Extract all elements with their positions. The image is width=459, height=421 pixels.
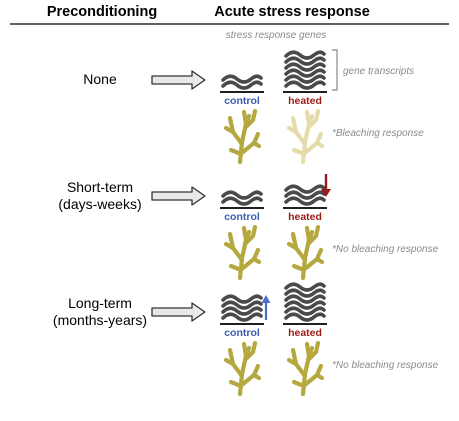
gene-transcript-wave [284,294,326,304]
condition-row: Short-term(days-weeks) control heated *No b… [58,174,439,281]
coral-bleached-icon [306,113,315,127]
precondition-label: (days-weeks) [58,196,141,212]
condition-row: None control heated *Bleaching response [83,50,424,165]
up-arrow-head-icon [261,295,271,303]
condition-row: Long-term(months-years) control heated *No … [53,282,439,397]
precondition-label: None [83,71,117,87]
coral-control-icon [223,357,236,367]
gene-transcript-wave [284,190,326,200]
precondition-label: Long-term [68,295,132,311]
bleaching-note: *Bleaching response [332,128,424,139]
bleaching-note: *No bleaching response [332,244,439,255]
gene-transcript-wave [284,50,326,60]
heated-label: heated [288,211,322,223]
coral-heated-icon [306,345,315,359]
header-acute-stress-response: Acute stress response [214,4,370,20]
stress-response-genes-annotation: stress response genes [226,30,327,41]
precondition-label: (months-years) [53,312,147,328]
heated-label: heated [288,95,322,107]
gene-transcript-wave [284,56,326,66]
coral-heated-icon [291,379,307,389]
gene-transcript-wave [284,80,326,90]
coral-bleached-icon [305,108,321,131]
gene-transcript-wave [221,80,263,90]
coral-control-icon [251,372,262,381]
condition-arrow [151,186,206,206]
coral-control-icon [243,229,252,243]
coral-control-icon [251,256,262,265]
coral-control-icon [228,379,244,389]
bleaching-note: *No bleaching response [332,360,439,371]
condition-rows: None control heated *Bleaching responseShor… [53,50,439,397]
gene-transcript-wave [284,306,326,316]
control-label: control [224,211,260,223]
coral-heated-icon [291,263,307,273]
coral-control-icon [228,263,244,273]
coral-control-icon [243,345,252,359]
gene-transcript-wave [221,294,263,304]
condition-arrow [151,302,206,322]
coral-control-icon [243,113,252,127]
gene-transcript-wave [221,190,263,200]
coral-control-icon [223,125,236,135]
gene-transcripts-bracket [332,49,338,91]
control-label: control [224,95,260,107]
coral-bleached-icon [314,140,325,149]
gene-transcript-wave [284,312,326,322]
gene-transcript-wave [284,282,326,292]
coral-heated-icon [314,256,325,265]
control-label: control [224,327,260,339]
coral-heated-icon [305,340,321,363]
gene-transcript-wave [284,62,326,72]
coral-heated-icon [305,224,321,247]
coral-control-icon [228,147,244,157]
coral-control-icon [242,340,258,363]
gene-transcript-wave [284,196,326,206]
coral-heated-icon [314,372,325,381]
gene-transcript-wave [284,184,326,194]
coral-heated-icon [286,357,299,367]
header-preconditioning: Preconditioning [47,4,157,20]
coral-control-icon [242,224,258,247]
coral-bleached-icon [291,147,307,157]
gene-transcript-wave [284,68,326,78]
coral-control-icon [242,108,258,131]
condition-arrow [151,70,206,90]
gene-transcript-wave [284,74,326,84]
gene-transcript-wave [221,306,263,316]
heated-label: heated [288,327,322,339]
coral-control-icon [251,140,262,149]
coral-bleached-icon [286,125,299,135]
gene-transcripts-annotation: gene transcripts [343,66,414,77]
gene-transcript-wave [284,300,326,310]
gene-transcript-wave [221,300,263,310]
gene-transcript-wave [221,196,263,206]
gene-transcript-wave [284,288,326,298]
gene-transcript-wave [221,312,263,322]
precondition-label: Short-term [67,179,133,195]
coral-heated-icon [286,241,299,251]
coral-control-icon [223,241,236,251]
coral-heated-icon [306,229,315,243]
down-arrow-head-icon [321,189,331,197]
gene-transcript-wave [221,74,263,84]
